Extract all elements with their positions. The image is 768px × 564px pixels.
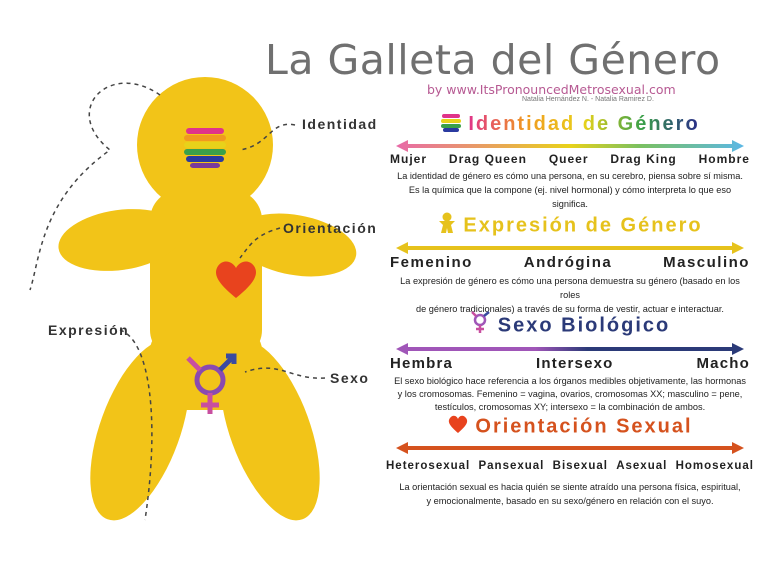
page-title: La Galleta del Género xyxy=(265,36,721,84)
section-expresion: Expresión de Género Femenino Andrógina M… xyxy=(390,212,750,316)
spectrum-label: Intersexo xyxy=(536,355,614,372)
section-heading: Sexo Biológico xyxy=(390,311,750,341)
spectrum-labels: Femenino Andrógina Masculino xyxy=(390,254,750,271)
expression-spectrum-arrow xyxy=(396,242,744,254)
spectrum-label: Queer xyxy=(548,152,589,166)
label-expresion: Expresión xyxy=(48,322,130,338)
heart-icon xyxy=(216,261,256,298)
byline: by www.ItsPronouncedMetrosexual.com xyxy=(427,82,676,97)
rainbow-brain-icon xyxy=(440,112,462,138)
gingerbread-figure xyxy=(29,77,357,521)
identity-spectrum-arrow xyxy=(396,140,744,152)
section-heading: Expresión de Género xyxy=(390,212,750,240)
label-orientacion: Orientación xyxy=(283,220,378,236)
spectrum-label: Heterosexual xyxy=(386,460,471,472)
spectrum-labels: Hembra Intersexo Macho xyxy=(390,355,750,372)
spectrum-label: Andrógina xyxy=(523,254,613,271)
rainbow-brain-icon xyxy=(184,128,226,168)
label-sexo: Sexo xyxy=(330,370,370,386)
spectrum-labels: Heterosexual Pansexual Bisexual Asexual … xyxy=(386,460,754,472)
sex-spectrum-arrow xyxy=(396,343,744,355)
gingerbread-body xyxy=(58,77,357,521)
section-heading: Orientación Sexual xyxy=(390,414,750,440)
spectrum-label: Homosexual xyxy=(675,460,754,472)
section-description: La orientación sexual es hacia quién se … xyxy=(399,482,741,506)
spectrum-label: Asexual xyxy=(616,460,668,472)
spectrum-label: Hembra xyxy=(390,355,454,372)
spectrum-label: Macho xyxy=(696,355,750,372)
authors: Natalia Hernández N. - Natalia Ramirez D… xyxy=(522,96,654,103)
section-description: La expresión de género es cómo una perso… xyxy=(400,276,740,314)
spectrum-label: Mujer xyxy=(390,152,428,166)
section-orientacion: Orientación Sexual Heterosexual Pansexua… xyxy=(386,414,753,508)
spectrum-label: Pansexual xyxy=(478,460,545,472)
section-sexo: Sexo Biológico Hembra Intersexo Macho El… xyxy=(390,311,750,414)
label-identidad: Identidad xyxy=(302,116,378,132)
section-description: La identidad de género es cómo una perso… xyxy=(397,171,743,209)
transgender-symbol-icon xyxy=(186,353,237,414)
section-heading: Identidad de Género xyxy=(390,112,750,138)
spectrum-label: Femenino xyxy=(390,254,473,271)
transgender-symbol-icon xyxy=(470,311,492,341)
orientation-spectrum-arrow xyxy=(396,442,744,454)
heart-icon xyxy=(447,414,469,440)
spectrum-label: Hombre xyxy=(698,152,750,166)
spectrum-label: Bisexual xyxy=(552,460,608,472)
spectrum-labels: Mujer Drag Queen Queer Drag King Hombre xyxy=(390,152,750,166)
spectrum-label: Masculino xyxy=(663,254,750,271)
section-description: El sexo biológico hace referencia a los … xyxy=(394,376,746,412)
person-icon xyxy=(437,212,457,240)
spectrum-label: Drag Queen xyxy=(448,152,527,166)
spectrum-label: Drag King xyxy=(610,152,677,166)
section-identidad: Identidad de Género Mujer Drag Queen Que… xyxy=(390,112,750,211)
dashed-guides xyxy=(29,82,326,521)
